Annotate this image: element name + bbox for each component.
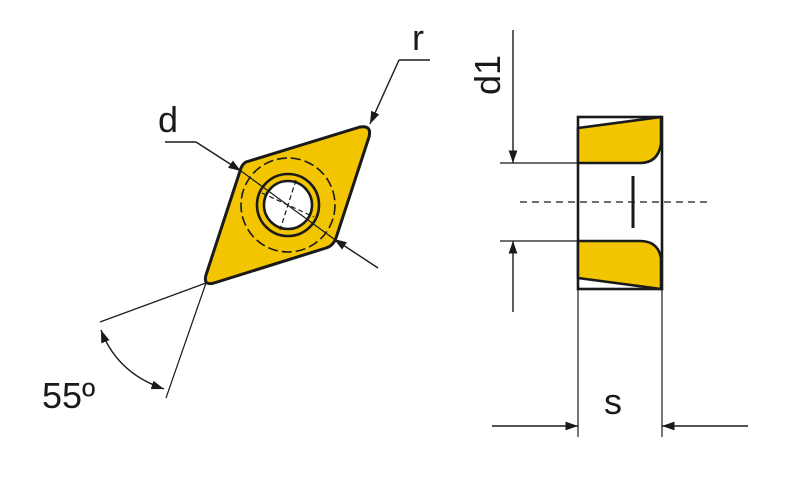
s-label: s (604, 381, 622, 422)
dimension-r-label: r (412, 17, 424, 58)
d1-label: d1 (467, 55, 508, 95)
dimension-d: d (158, 99, 379, 269)
dimension-d-arrow-top (195, 141, 242, 172)
dimension-d-label: d (158, 99, 178, 140)
dimension-d-line-through (240, 170, 335, 240)
angle-extension-line-diagonal (165, 282, 207, 399)
dimension-d-arrow-bottom (333, 238, 379, 269)
dimension-r-arrow (369, 59, 400, 125)
insert-hole-dashed-outline (240, 157, 336, 253)
dimension-r: r (369, 17, 430, 125)
angle-arc (100, 329, 165, 390)
angle-extension-line-edge (99, 282, 207, 323)
insert-side-view (520, 115, 712, 291)
dimension-s: s (492, 289, 748, 437)
side-view-upper-section (576, 115, 663, 165)
side-view-lower-section (576, 239, 663, 291)
dimension-d1: d1 (467, 30, 578, 312)
angle-label: 55º (42, 375, 95, 416)
dimension-angle: 55º (42, 282, 207, 416)
